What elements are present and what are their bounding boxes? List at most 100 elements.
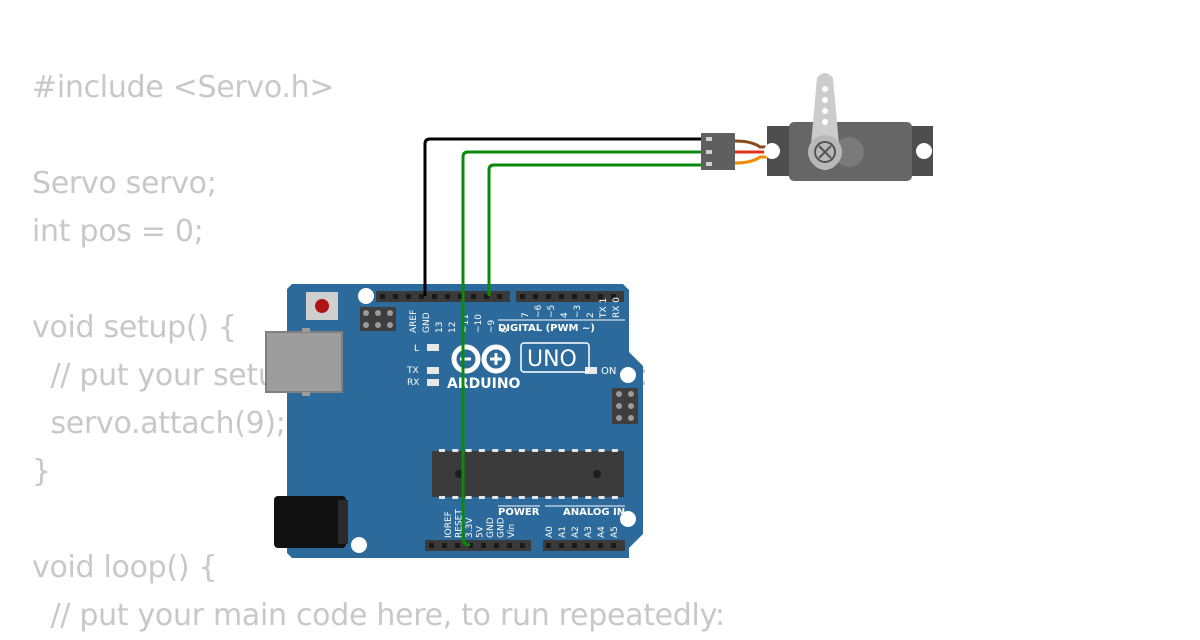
code-editor[interactable]: #include <Servo.h>Servo servo;int pos = …	[32, 64, 725, 640]
flange-hole	[916, 143, 932, 159]
pin-label: 3.3V	[465, 517, 475, 538]
brand-label: ARDUINO	[447, 376, 521, 392]
pin-label: IOREF	[444, 511, 454, 538]
pin-hole[interactable]	[393, 294, 398, 299]
mounting-hole	[620, 367, 636, 383]
mounting-hole	[351, 537, 367, 553]
servo-gear-bump	[834, 137, 864, 167]
code-line: // put your main code here, to run repea…	[32, 598, 725, 633]
pin-hole[interactable]	[455, 543, 460, 548]
pin-hole[interactable]	[572, 294, 577, 299]
pin-hole[interactable]	[520, 543, 525, 548]
chip-pin	[611, 496, 618, 499]
pin-hole[interactable]	[520, 294, 525, 299]
wires	[423, 137, 706, 547]
led-rx	[427, 379, 439, 386]
analog-header	[543, 540, 625, 551]
connector-pin	[706, 137, 712, 141]
pin-hole[interactable]	[585, 543, 590, 548]
pin-hole[interactable]	[533, 294, 538, 299]
chip-pin	[585, 496, 592, 499]
pin-hole[interactable]	[484, 294, 489, 299]
chip-pin	[558, 449, 565, 452]
power-label: POWER	[498, 507, 540, 518]
atmega-chip	[432, 449, 624, 499]
led-tx-label: TX	[406, 366, 419, 376]
usb-tab	[302, 328, 310, 332]
pin-hole[interactable]	[380, 294, 385, 299]
pin-hole[interactable]	[458, 294, 463, 299]
pin-hole[interactable]	[546, 543, 551, 548]
pin-label: AREF	[409, 310, 419, 333]
signal-wire[interactable]	[487, 163, 706, 296]
code-line: }	[32, 454, 51, 489]
pin-label: TX 1	[599, 298, 609, 319]
pin-hole[interactable]	[559, 543, 564, 548]
pin-hole[interactable]	[471, 294, 476, 299]
digital-header-low	[516, 291, 624, 302]
pin-hole[interactable]	[546, 294, 551, 299]
pin-hole[interactable]	[559, 294, 564, 299]
horn-hole	[822, 97, 828, 103]
chip-pin	[478, 496, 485, 499]
pin-label: GND	[486, 517, 496, 538]
model-label: UNO	[527, 347, 577, 372]
pin-label: 13	[435, 322, 445, 333]
pin-hole[interactable]	[432, 294, 437, 299]
pin-hole[interactable]	[442, 543, 447, 548]
digital-header-label: DIGITAL (PWM ~)	[498, 323, 595, 334]
chip-pin	[545, 496, 552, 499]
connector-pin	[706, 150, 712, 154]
led-on-label: ON	[601, 366, 616, 377]
dc-jack-rim	[338, 500, 348, 544]
pin-hole[interactable]	[611, 543, 616, 548]
mounting-hole	[620, 511, 636, 527]
pin-hole[interactable]	[585, 294, 590, 299]
code-line: void loop() {	[32, 550, 218, 585]
pin-hole[interactable]	[494, 543, 499, 548]
chip-pin	[532, 496, 539, 499]
pin-label: A4	[597, 526, 607, 538]
pin-hole[interactable]	[598, 543, 603, 548]
pin-hole[interactable]	[572, 543, 577, 548]
header-pin-holes	[380, 294, 616, 548]
pin-label: RX 0	[612, 297, 622, 318]
pin-hole[interactable]	[507, 543, 512, 548]
digital-header-high	[376, 291, 510, 302]
gnd-wire[interactable]	[423, 137, 706, 296]
servo-motor[interactable]	[701, 73, 933, 181]
horn-hole	[822, 86, 828, 92]
5v-wire[interactable]	[461, 150, 706, 547]
pin-hole[interactable]	[611, 294, 616, 299]
pin-hole[interactable]	[598, 294, 603, 299]
chip-pin	[492, 449, 499, 452]
pin-hole[interactable]	[468, 543, 473, 548]
pin-hole[interactable]	[481, 543, 486, 548]
pin-hole[interactable]	[429, 543, 434, 548]
chip-pin	[465, 449, 472, 452]
pin-hole[interactable]	[406, 294, 411, 299]
chip-pin	[598, 449, 605, 452]
pin-hole[interactable]	[445, 294, 450, 299]
chip-pin	[572, 496, 578, 499]
led-on	[585, 367, 597, 374]
chip-pin	[452, 449, 459, 452]
code-line: Servo servo;	[32, 166, 217, 201]
icsp-header-usb	[360, 307, 396, 331]
servo-lead-orange	[734, 155, 790, 165]
pin-hole[interactable]	[497, 294, 502, 299]
code-line: int pos = 0;	[32, 214, 204, 249]
pin-label: ~5	[547, 305, 557, 318]
pin-label: GND	[497, 517, 507, 538]
horn-screw-slot	[818, 145, 832, 159]
pin-label: 2	[586, 312, 596, 318]
chip-pin	[532, 449, 539, 452]
reset-button-cap[interactable]	[315, 299, 329, 313]
chip-pin	[611, 449, 618, 452]
chip-pin	[452, 496, 459, 499]
pin-hole[interactable]	[419, 294, 424, 299]
